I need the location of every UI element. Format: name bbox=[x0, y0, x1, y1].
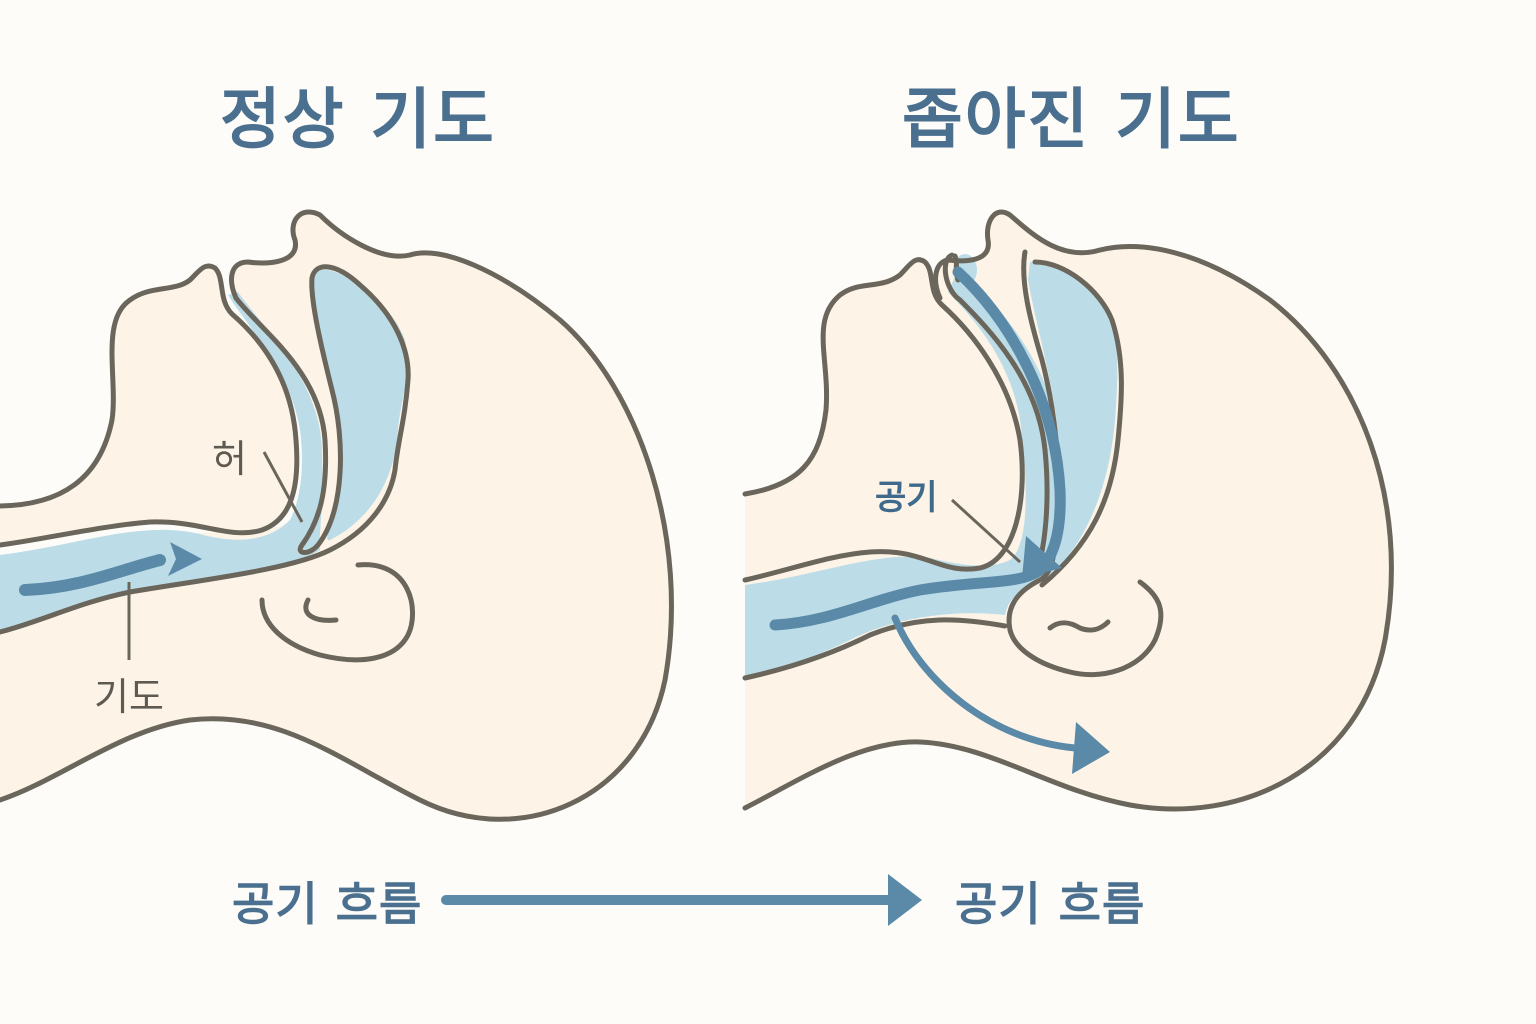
head-outline-normal bbox=[0, 265, 297, 545]
bottom-flow-arrow bbox=[441, 874, 922, 926]
title-normal-airway: 정상 기도 bbox=[220, 81, 496, 158]
airflow-down-arrow bbox=[952, 266, 1066, 576]
soft-palate-fill-narrowed bbox=[1028, 261, 1118, 578]
label-air: 공기 bbox=[875, 478, 938, 518]
label-tongue: 허 bbox=[212, 437, 247, 481]
airflow-down-arrowhead bbox=[1022, 536, 1062, 578]
air-pointer-line bbox=[950, 498, 1022, 564]
face-fill-narrowed bbox=[745, 259, 940, 570]
label-airway: 기도 bbox=[94, 675, 164, 719]
ear-inner-normal bbox=[303, 597, 339, 623]
airflow-diverted-arrow bbox=[891, 614, 1079, 752]
airflow-diverted-arrowhead bbox=[1072, 722, 1110, 774]
title-narrowed-airway: 좁아진 기도 bbox=[902, 81, 1241, 158]
normal-airway-head bbox=[0, 209, 674, 822]
airflow-right-arrowhead bbox=[168, 542, 202, 576]
airway-fill-normal bbox=[0, 292, 323, 632]
flow-label-left: 공기 흐름 bbox=[232, 877, 423, 931]
soft-palate-fill-normal bbox=[312, 269, 408, 541]
mouth-squiggle bbox=[1047, 619, 1111, 633]
ear-outline-normal bbox=[259, 562, 416, 663]
airflow-right-arrow bbox=[19, 554, 166, 596]
airway-fill-narrowed bbox=[745, 270, 1065, 678]
flow-label-right: 공기 흐름 bbox=[955, 877, 1146, 931]
narrowed-airway-head bbox=[742, 209, 1394, 812]
tongue-pointer-line bbox=[262, 451, 304, 523]
